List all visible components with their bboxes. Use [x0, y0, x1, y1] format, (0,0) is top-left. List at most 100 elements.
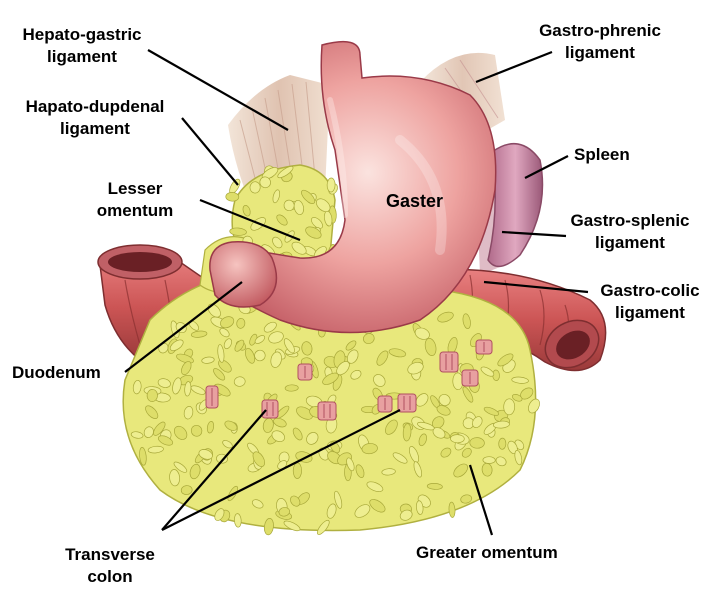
fat-lobule: [146, 389, 158, 402]
fat-lobule: [173, 425, 188, 440]
leader-hapato-dupdenal: [181, 117, 239, 186]
fat-lobule: [503, 398, 516, 416]
fat-lobule: [213, 368, 226, 381]
fat-lobule: [251, 499, 264, 509]
fat-lobule: [278, 507, 291, 517]
fat-lobules: [130, 165, 540, 536]
leader-spleen: [524, 155, 569, 179]
fat-lobule: [366, 481, 384, 492]
fat-lobule: [326, 177, 336, 193]
fat-lobule: [217, 344, 225, 363]
fat-lobule: [252, 451, 265, 467]
duodenum-organ: [209, 241, 278, 308]
fat-lobule: [413, 461, 423, 478]
fat-lobule: [183, 406, 194, 420]
fat-lobule: [283, 338, 295, 354]
fat-lobule: [272, 236, 283, 249]
label-gastro-phrenic: Gastro-phrenic ligament: [539, 21, 661, 62]
fat-lobule: [301, 341, 313, 356]
fat-lobule: [223, 338, 232, 350]
fat-lobule: [528, 398, 540, 414]
leader-gastro-splenic: [501, 230, 567, 238]
leader-hepato-gastric: [147, 49, 289, 131]
fat-lobule: [153, 421, 166, 436]
fat-lobule: [143, 426, 154, 438]
leader-duodenum: [124, 281, 243, 373]
fat-lobule: [514, 449, 523, 466]
fat-lobule: [407, 361, 424, 375]
fat-lobule: [492, 420, 510, 429]
label-hepato-gastric: Hepato-gastric ligament: [22, 25, 142, 66]
label-transverse-colon: Transverse colon: [65, 545, 155, 586]
fat-lobule: [350, 370, 362, 380]
fat-lobule: [346, 457, 355, 472]
fat-lobule: [334, 490, 343, 509]
label-gastro-splenic: Gastro-splenic ligament: [570, 211, 690, 252]
fat-lobule: [495, 456, 507, 467]
fat-lobule: [326, 503, 337, 519]
fat-lobule: [432, 427, 446, 439]
fat-lobule: [296, 406, 313, 420]
fat-lobule: [450, 434, 465, 444]
fat-lobule: [462, 313, 471, 329]
fat-lobule: [426, 483, 443, 490]
fat-lobule: [169, 469, 180, 487]
fat-lobule: [234, 339, 245, 352]
fat-lobule: [277, 166, 294, 179]
fat-lobule: [497, 353, 514, 367]
fat-lobule: [225, 192, 240, 202]
fat-lobule: [415, 393, 429, 407]
fat-lobule: [132, 379, 142, 395]
fat-lobule: [388, 348, 407, 358]
fat-lobule: [354, 504, 371, 518]
fat-lobule: [244, 347, 256, 364]
fat-lobule: [233, 376, 246, 387]
leader-lesser-omentum: [199, 198, 301, 242]
fat-lobule: [201, 356, 215, 364]
label-spleen: Spleen: [574, 145, 630, 164]
fat-lobule: [311, 217, 323, 229]
fat-lobule: [336, 361, 350, 376]
fat-lobule: [437, 311, 454, 323]
fat-lobule: [318, 447, 330, 461]
label-gaster: Gaster: [386, 191, 444, 211]
fat-lobule: [276, 214, 288, 226]
fat-lobule: [385, 419, 398, 435]
fat-lobule: [271, 430, 285, 442]
fat-lobule: [254, 349, 266, 362]
leader-lines: [124, 49, 589, 536]
fat-lobule: [207, 303, 221, 318]
fat-lobule: [438, 394, 451, 406]
fat-lobule: [214, 508, 225, 521]
leader-gastro-phrenic: [475, 50, 553, 84]
fat-lobule: [190, 424, 203, 437]
fat-lobule: [292, 462, 302, 479]
fat-lobule: [284, 384, 299, 392]
fat-lobule: [189, 463, 201, 480]
fat-lobule: [346, 349, 359, 364]
fat-lobule: [270, 351, 282, 368]
fat-lobule: [283, 520, 301, 532]
fat-lobule: [483, 406, 500, 416]
leader-transverse-colon-2: [161, 409, 401, 531]
fat-lobule: [198, 449, 213, 460]
fat-lobule: [268, 331, 284, 344]
leader-greater-omentum: [468, 464, 494, 536]
fat-lobule: [376, 350, 389, 366]
fat-lobule: [273, 417, 287, 428]
fat-lobule: [219, 327, 230, 338]
fat-lobule: [316, 198, 331, 213]
fat-lobule: [462, 386, 474, 403]
fat-lobule: [224, 420, 238, 431]
fat-lobule: [290, 495, 301, 507]
fat-lobule: [169, 339, 184, 352]
label-hapato-dupdenal: Hapato-dupdenal ligament: [25, 97, 165, 138]
label-greater-omentum: Greater omentum: [416, 543, 558, 562]
fat-lobule: [229, 227, 247, 236]
fat-lobule: [236, 318, 246, 329]
fat-lobule: [157, 435, 174, 446]
fat-lobule: [184, 381, 192, 397]
fat-lobule: [453, 463, 469, 478]
